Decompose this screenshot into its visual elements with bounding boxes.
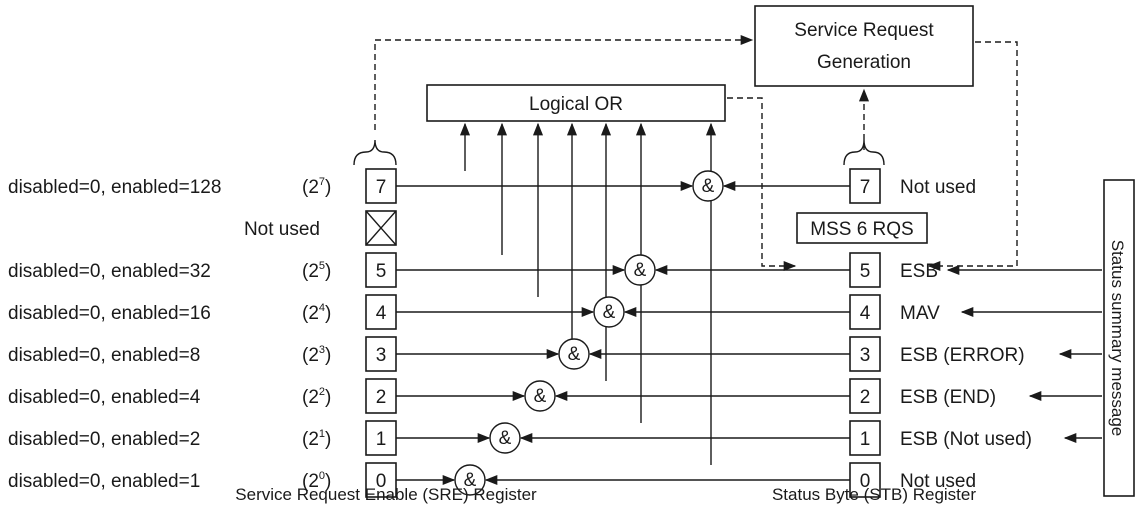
sre-bit-cell: 2 [365, 378, 397, 414]
service-request-line1: Service Request [794, 20, 934, 41]
sre-bit-weight: (20) [302, 470, 331, 492]
sre-bit-number: 0 [376, 471, 387, 492]
logical-or-box: Logical OR [426, 84, 726, 122]
sre-brace [353, 139, 397, 166]
stb-bit-name: Not used [900, 177, 976, 198]
service-request-generation-box: Service Request Generation [754, 5, 974, 87]
stb-bit-name: ESB (Not used) [900, 429, 1032, 450]
sre-bit-weight: (22) [302, 386, 331, 408]
and-gate-symbol: & [702, 176, 715, 197]
mss-rqs-box [796, 212, 928, 244]
sre-bit-number: 4 [376, 303, 387, 324]
stb-brace [843, 139, 885, 166]
stb-bit-cell: 1 ESB (Not used) [849, 420, 1032, 456]
sre-bit-number: 7 [376, 177, 387, 198]
stb-bit-cell: 4 MAV [849, 294, 940, 330]
sre-bit-cell: 5 [365, 252, 397, 288]
stb-bit-cell: 2 ESB (END) [849, 378, 996, 414]
sre-bit-number: 1 [376, 429, 387, 450]
stb-bit-number: 3 [860, 345, 871, 366]
stb-bit-cell: MSS 6 RQS [796, 212, 928, 244]
sre-bit-cell: 3 [365, 336, 397, 372]
and-gate: & [593, 296, 625, 328]
service-request-line2: Generation [817, 52, 911, 73]
sre-bit-weight: (27) [302, 176, 331, 198]
sre-bit-cell [365, 210, 397, 246]
sre-bit-description: disabled=0, enabled=8 [8, 345, 200, 366]
and-gates: &&&&&&& [454, 170, 724, 496]
and-gate-symbol: & [568, 344, 581, 365]
stb-bit-cell: 0 Not used [849, 462, 976, 498]
and-gate-symbol: & [534, 386, 547, 407]
dashed-connections [374, 34, 1018, 272]
stb-bit-number: 5 [860, 261, 871, 282]
and-gate: & [558, 338, 590, 370]
sre-bit-description: Not used [244, 219, 320, 240]
stb-bit-cell: 5 ESB [849, 252, 938, 288]
logical-or-to-mss-dashed [727, 97, 797, 272]
stb-bit-name: ESB [900, 261, 938, 282]
service-request-to-mss-dashed [927, 41, 1018, 272]
logical-or-label: Logical OR [529, 94, 623, 115]
and-gate: & [624, 254, 656, 286]
stb-bit-cell: 7 Not used [849, 168, 976, 204]
stb-bit-name: MAV [900, 303, 940, 324]
sre-register: 7 disabled=0, enabled=128 (27) Not used 5 dis… [8, 168, 397, 498]
sre-bit-weight: (24) [302, 302, 331, 324]
stb-bit-number: 4 [860, 303, 871, 324]
status-summary-message-box: Status summary message [1103, 179, 1135, 497]
sre-bit-weight: (21) [302, 428, 331, 450]
and-gate-symbol: & [499, 428, 512, 449]
sre-bit-weight: (25) [302, 260, 331, 282]
status-summary-message-label: Status summary message [1108, 240, 1127, 437]
sre-bit-cell: 4 [365, 294, 397, 330]
sre-bit-description: disabled=0, enabled=2 [8, 429, 200, 450]
mss-rqs-label: MSS 6 RQS [810, 219, 913, 240]
cross-mark [365, 210, 397, 246]
sre-bit-cell: 1 [365, 420, 397, 456]
sre-bit-number: 2 [376, 387, 387, 408]
sre-bit-description: disabled=0, enabled=16 [8, 303, 211, 324]
sre-bit-description: disabled=0, enabled=1 [8, 471, 200, 492]
stb-bit-name: ESB (END) [900, 387, 996, 408]
sre-bit-description: disabled=0, enabled=128 [8, 177, 221, 198]
stb-bit-name: ESB (ERROR) [900, 345, 1025, 366]
and-gate-symbol: & [634, 260, 647, 281]
stb-bit-number: 0 [860, 471, 871, 492]
sre-bit-description: disabled=0, enabled=32 [8, 261, 211, 282]
and-gate-symbol: & [603, 302, 616, 323]
sre-bit-cell: 7 [365, 168, 397, 204]
stb-bit-number: 7 [860, 177, 871, 198]
stb-bit-name: Not used [900, 471, 976, 492]
stb-bit-number: 2 [860, 387, 871, 408]
stb-bit-cell: 3 ESB (ERROR) [849, 336, 1025, 372]
sre-caption: Service Request Enable (SRE) Register [235, 485, 537, 504]
stb-bit-number: 1 [860, 429, 871, 450]
and-gate-symbol: & [464, 470, 477, 491]
and-gate: & [692, 170, 724, 202]
and-gate: & [524, 380, 556, 412]
sre-to-service-request-dashed [374, 34, 754, 130]
stb-caption: Status Byte (STB) Register [772, 485, 976, 504]
sre-bit-weight: (23) [302, 344, 331, 366]
sre-bit-number: 5 [376, 261, 387, 282]
and-gate: & [454, 464, 486, 496]
and-gate: & [489, 422, 521, 454]
sre-bit-description: disabled=0, enabled=4 [8, 387, 201, 408]
sre-bit-number: 3 [376, 345, 387, 366]
